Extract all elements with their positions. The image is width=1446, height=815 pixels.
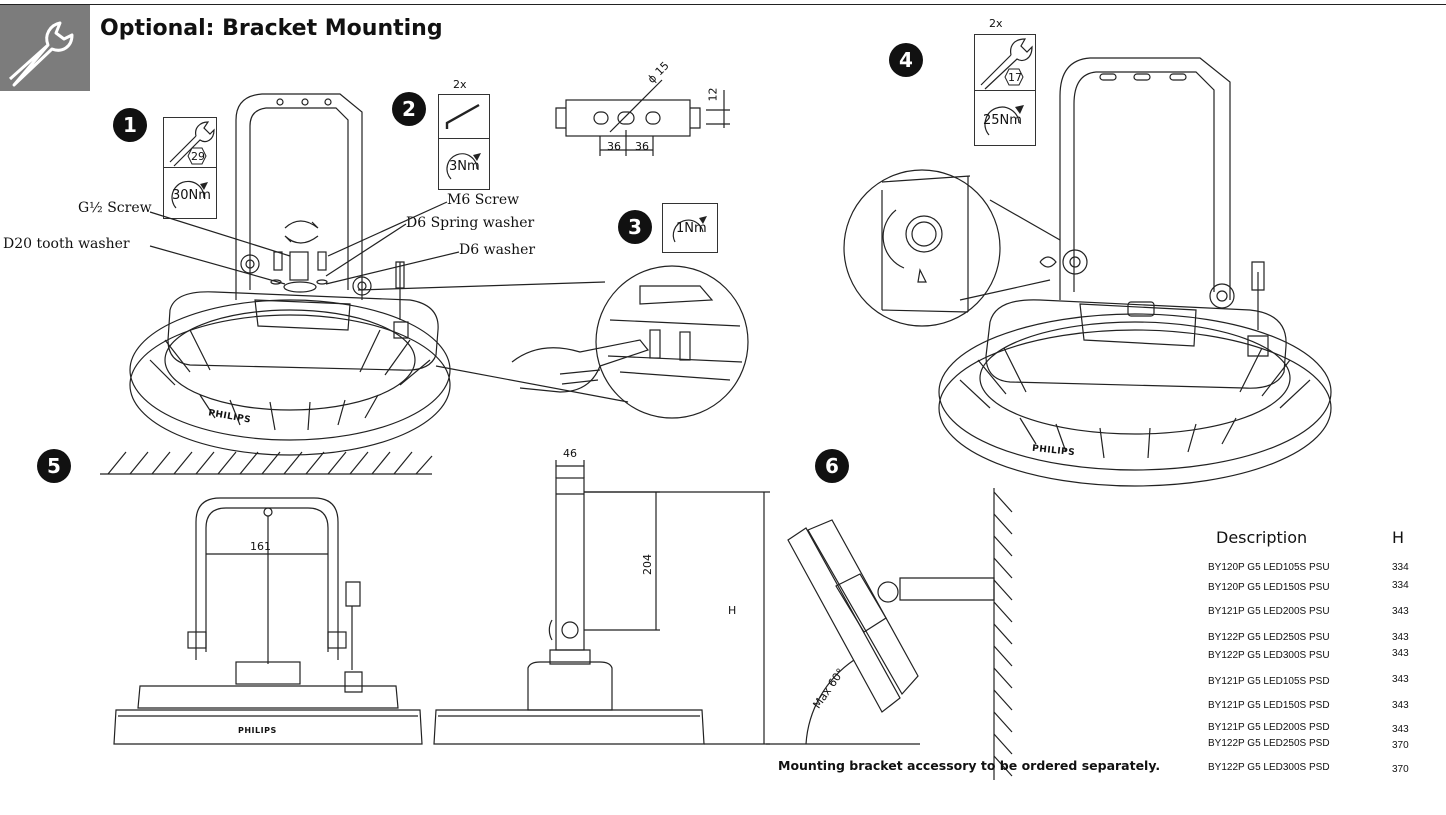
page-title: Optional: Bracket Mounting <box>100 16 443 41</box>
table-row: BY122P G5 LED250S PSU 343 <box>1208 632 1409 643</box>
table-row: BY121P G5 LED200S PSD 343 <box>1208 722 1409 735</box>
hex-key-icon <box>445 103 480 129</box>
step-3-badge: 3 <box>618 210 652 244</box>
wrench-icon <box>8 21 74 87</box>
wall-mount-view <box>766 488 1013 780</box>
step-1-tool-size: 29 <box>191 150 205 163</box>
header-tile <box>0 5 90 91</box>
callout-d20-tooth-washer: D20 tooth washer <box>3 236 130 252</box>
wrench-icon <box>169 121 215 167</box>
table-row: BY121P G5 LED105S PSD 343 <box>1208 674 1409 687</box>
footer-note: Mounting bracket accessory to be ordered… <box>778 758 1161 773</box>
dim-height-h: H <box>728 604 737 617</box>
table-row: BY121P G5 LED150S PSD 343 <box>1208 700 1409 711</box>
dim-height-12: 12 <box>706 87 720 102</box>
step-6-badge: 6 <box>815 449 849 483</box>
torque-arrow-icon <box>672 216 707 243</box>
luminaire-drawing-top-left <box>129 93 749 456</box>
table-row: BY122P G5 LED300S PSD 370 <box>1208 762 1409 775</box>
step-2-tool-box: 3Nm <box>438 94 490 190</box>
table-row: BY122P G5 LED300S PSU 343 <box>1208 648 1409 661</box>
callout-d6-spring-washer: D6 Spring washer <box>406 215 535 231</box>
torque-arrow-icon <box>171 180 208 209</box>
dim-spacing-b: 36 <box>635 140 649 153</box>
step-2-count: 2x <box>453 78 467 91</box>
table-row: BY121P G5 LED200S PSU 343 <box>1208 606 1409 617</box>
step-4-tool-size: 17 <box>1008 71 1022 84</box>
wrench-icon <box>980 38 1033 90</box>
callout-g-half-screw: G½ Screw <box>78 200 152 216</box>
callout-m6-screw: M6 Screw <box>447 192 520 208</box>
luminaire-drawing-top-right <box>843 57 1332 487</box>
step-4-torque: 25Nm <box>983 113 1022 128</box>
dim-spacing-a: 36 <box>607 140 621 153</box>
step-2-torque: 3Nm <box>449 159 480 174</box>
step-5-badge: 5 <box>37 449 71 483</box>
table-row: BY120P G5 LED105S PSU 334 <box>1208 562 1409 573</box>
step-3-torque-box: 1Nm <box>662 203 718 253</box>
ceiling-mount-side-view <box>433 460 770 745</box>
dim-width-46: 46 <box>563 447 577 460</box>
dim-height-204: 204 <box>641 554 654 575</box>
step-1-tool-box: 29 30Nm <box>163 117 217 219</box>
torque-arrow-icon <box>984 105 1024 136</box>
step-1-torque: 30Nm <box>172 188 211 203</box>
torque-arrow-icon <box>446 153 481 180</box>
table-row: BY122P G5 LED250S PSD 370 <box>1208 738 1409 751</box>
bracket-dimension-drawing <box>555 79 730 156</box>
step-3-torque: 1Nm <box>676 221 707 236</box>
dim-width-161: 161 <box>250 540 271 553</box>
top-rule <box>0 4 1446 5</box>
step-2-badge: 2 <box>392 92 426 126</box>
table-header-description: Description <box>1216 528 1308 547</box>
table-row: BY120P G5 LED150S PSU 334 <box>1208 580 1409 593</box>
product-table: BY120P G5 LED105S PSU 334 BY120P G5 LED1… <box>1208 558 1434 776</box>
ceiling-mount-front-view <box>100 451 433 745</box>
step-4-badge: 4 <box>889 43 923 77</box>
step-4-tool-box: 17 25Nm <box>974 34 1036 146</box>
callout-d6-washer: D6 washer <box>459 242 536 258</box>
philips-logo: PHILIPS <box>238 726 277 735</box>
table-header-h: H <box>1392 528 1405 547</box>
step-1-badge: 1 <box>113 108 147 142</box>
step-4-count: 2x <box>989 17 1003 30</box>
